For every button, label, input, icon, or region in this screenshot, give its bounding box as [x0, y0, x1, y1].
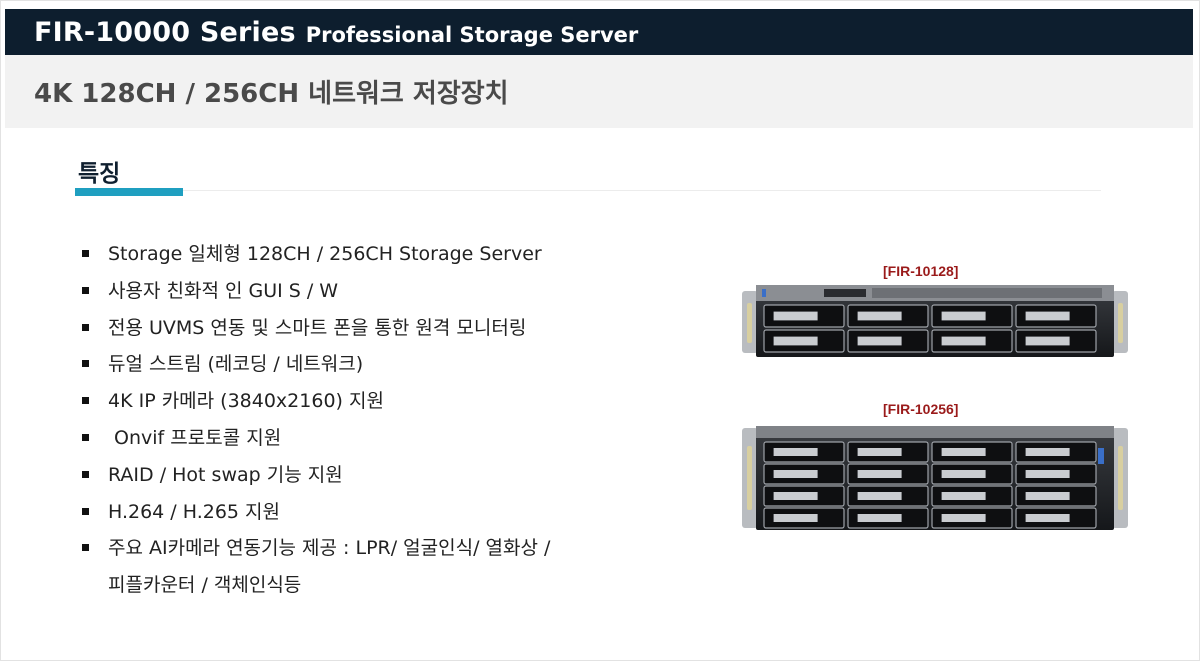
bullet-icon: [82, 544, 89, 552]
list-item: 사용자 친화적 인 GUI S / W: [80, 273, 700, 310]
front-panel-indicators: [824, 289, 866, 297]
drive-latch: [857, 336, 902, 346]
vent-grille: [872, 288, 1102, 298]
status-led: [1098, 448, 1104, 464]
feature-text: Onvif 프로토콜 지원: [108, 426, 282, 449]
drive-latch: [941, 336, 986, 346]
heading-divider: [183, 190, 1101, 191]
drive-latch: [857, 448, 902, 456]
feature-text: 듀얼 스트림 (레코딩 / 네트워크): [108, 353, 364, 376]
handle-right: [1118, 303, 1123, 343]
feature-text: 주요 AI카메라 연동기능 제공 : LPR/ 얼굴인식/ 열화상 /: [108, 537, 551, 560]
drive-latch: [773, 492, 818, 500]
feature-text: 사용자 친화적 인 GUI S / W: [108, 279, 339, 302]
list-item: Storage 일체형 128CH / 256CH Storage Server: [80, 236, 700, 273]
drive-latch: [941, 470, 986, 478]
bullet-icon: [82, 360, 89, 368]
list-item: Onvif 프로토콜 지원: [80, 420, 700, 457]
list-item: 전용 UVMS 연동 및 스마트 폰을 통한 원격 모니터링: [80, 310, 700, 347]
drive-latch: [1025, 514, 1070, 522]
page-subtitle: 4K 128CH / 256CH 네트워크 저장장치: [34, 79, 509, 109]
drive-latch: [857, 311, 902, 321]
bullet-icon: [82, 323, 89, 331]
drive-latch: [857, 470, 902, 478]
drive-latch: [773, 311, 818, 321]
heading-accent-bar: [75, 188, 183, 196]
drive-bays: [763, 304, 1097, 353]
server-2u-image: [742, 285, 1128, 357]
page-title-subtitle: Professional Storage Server: [305, 22, 639, 47]
drive-latch: [1025, 448, 1070, 456]
drive-latch: [1025, 470, 1070, 478]
feature-text: RAID / Hot swap 기능 지원: [108, 463, 343, 486]
drive-latch: [773, 470, 818, 478]
bullet-icon: [82, 397, 89, 405]
bullet-icon: [82, 507, 89, 515]
bullet-icon: [82, 433, 89, 441]
list-item: 4K IP 카메라 (3840x2160) 지원: [80, 383, 700, 420]
server-3u-image: [742, 426, 1128, 530]
product-label-fir-10256: [FIR-10256]: [883, 401, 959, 417]
bullet-icon: [82, 470, 89, 478]
feature-list: Storage 일체형 128CH / 256CH Storage Server…: [80, 236, 700, 604]
feature-text: 전용 UVMS 연동 및 스마트 폰을 통한 원격 모니터링: [108, 316, 527, 339]
feature-text: H.264 / H.265 지원: [108, 500, 280, 523]
product-label-fir-10128: [FIR-10128]: [883, 263, 959, 279]
page-title: FIR-10000 Series: [34, 16, 296, 48]
drive-latch: [1025, 311, 1070, 321]
list-item: H.264 / H.265 지원: [80, 494, 700, 531]
power-led: [762, 289, 766, 297]
section-heading: 특징: [78, 161, 121, 187]
list-item-continuation: 피플카운터 / 객체인식등: [80, 567, 700, 604]
drive-latch: [773, 514, 818, 522]
drive-latch: [1025, 336, 1070, 346]
list-item: 주요 AI카메라 연동기능 제공 : LPR/ 얼굴인식/ 열화상 /: [80, 530, 700, 567]
feature-text: 4K IP 카메라 (3840x2160) 지원: [108, 390, 384, 413]
drive-latch: [857, 492, 902, 500]
drive-latch: [857, 514, 902, 522]
handle-left: [747, 303, 752, 343]
drive-latch: [941, 492, 986, 500]
drive-latch: [941, 514, 986, 522]
handle-right: [1118, 446, 1123, 510]
drive-latch: [941, 311, 986, 321]
top-vent: [756, 426, 1114, 438]
feature-text: Storage 일체형 128CH / 256CH Storage Server: [108, 243, 542, 265]
feature-text: 피플카운터 / 객체인식등: [108, 574, 302, 597]
handle-left: [747, 446, 752, 510]
drive-latch: [773, 448, 818, 456]
list-item: 듀얼 스트림 (레코딩 / 네트워크): [80, 346, 700, 383]
list-item: RAID / Hot swap 기능 지원: [80, 457, 700, 494]
drive-latch: [773, 336, 818, 346]
drive-latch: [941, 448, 986, 456]
drive-latch: [1025, 492, 1070, 500]
bullet-icon: [82, 286, 89, 294]
drive-bays: [763, 441, 1097, 529]
bullet-icon: [82, 250, 89, 257]
title-bar: FIR-10000 Series Professional Storage Se…: [5, 9, 1193, 55]
subtitle-bar: 4K 128CH / 256CH 네트워크 저장장치: [5, 55, 1193, 128]
